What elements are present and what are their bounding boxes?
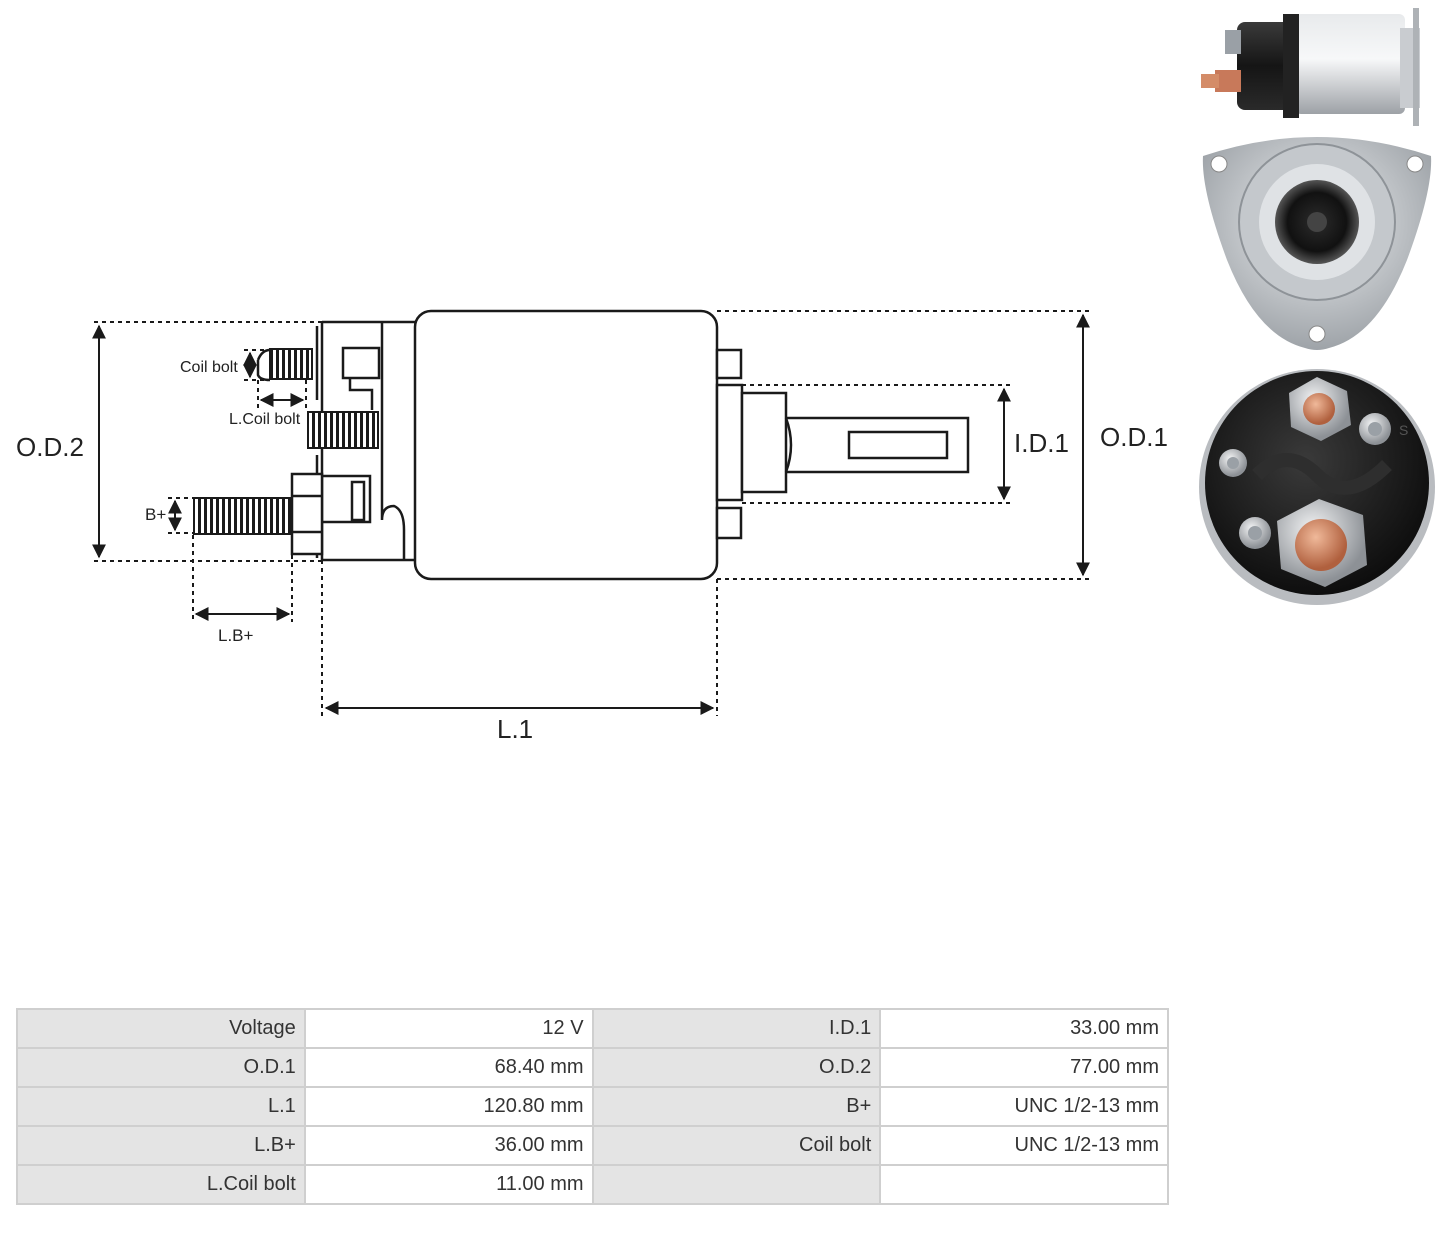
spec-label: L.Coil bolt xyxy=(18,1166,304,1203)
spec-label xyxy=(593,1166,880,1203)
b-plus-bolt-thread xyxy=(193,497,293,535)
spec-value xyxy=(881,1166,1167,1203)
spec-value: 77.00 mm xyxy=(881,1049,1167,1086)
spec-label: Voltage xyxy=(18,1010,304,1047)
label-b-plus: B+ xyxy=(145,505,166,524)
table-row: L.Coil bolt 11.00 mm xyxy=(18,1166,1167,1203)
center-bolt-thread xyxy=(307,411,379,449)
spec-value: UNC 1/2-13 mm xyxy=(881,1088,1167,1125)
table-row: L.1 120.80 mm B+ UNC 1/2-13 mm xyxy=(18,1088,1167,1125)
spec-label: O.D.2 xyxy=(593,1049,880,1086)
label-id1: I.D.1 xyxy=(1014,428,1069,458)
spec-label: L.B+ xyxy=(18,1127,304,1164)
spec-label: O.D.1 xyxy=(18,1049,304,1086)
label-lb-plus: L.B+ xyxy=(218,626,254,645)
spec-value: UNC 1/2-13 mm xyxy=(881,1127,1167,1164)
cap-mark: S xyxy=(1399,422,1408,438)
spec-value: 33.00 mm xyxy=(881,1010,1167,1047)
spec-value: 11.00 mm xyxy=(305,1166,592,1203)
label-l1: L.1 xyxy=(497,714,533,744)
extension-lines xyxy=(94,310,1090,716)
label-od2: O.D.2 xyxy=(16,432,84,462)
spec-label: B+ xyxy=(593,1088,880,1125)
spec-value: 120.80 mm xyxy=(305,1088,592,1125)
table-row: L.B+ 36.00 mm Coil bolt UNC 1/2-13 mm xyxy=(18,1127,1167,1164)
label-coil-bolt: Coil bolt xyxy=(180,359,238,376)
spec-label: L.1 xyxy=(18,1088,304,1125)
solenoid-dimension-drawing: O.D.2 O.D.1 I.D.1 L.1 L.B+ B+ Coil bolt … xyxy=(16,309,1168,744)
coil-bolt-thread xyxy=(269,348,313,380)
label-od1: O.D.1 xyxy=(1100,422,1168,452)
specification-table: Voltage 12 V I.D.1 33.00 mm O.D.1 68.40 … xyxy=(16,1008,1169,1205)
spec-label: Coil bolt xyxy=(593,1127,880,1164)
spec-value: 36.00 mm xyxy=(305,1127,592,1164)
front-flange-photo-icon xyxy=(1202,137,1432,350)
spec-value: 12 V xyxy=(305,1010,592,1047)
spec-label: I.D.1 xyxy=(593,1010,880,1047)
table-row: Voltage 12 V I.D.1 33.00 mm xyxy=(18,1010,1167,1047)
dimension-lines xyxy=(92,313,1090,715)
terminal-cap-photo-icon: S xyxy=(1199,369,1435,605)
table-row: O.D.1 68.40 mm O.D.2 77.00 mm xyxy=(18,1049,1167,1086)
side-view-photo-icon xyxy=(1201,8,1420,126)
spec-value: 68.40 mm xyxy=(305,1049,592,1086)
label-l-coil-bolt: L.Coil bolt xyxy=(229,411,301,428)
solenoid-body-outline xyxy=(256,309,970,581)
